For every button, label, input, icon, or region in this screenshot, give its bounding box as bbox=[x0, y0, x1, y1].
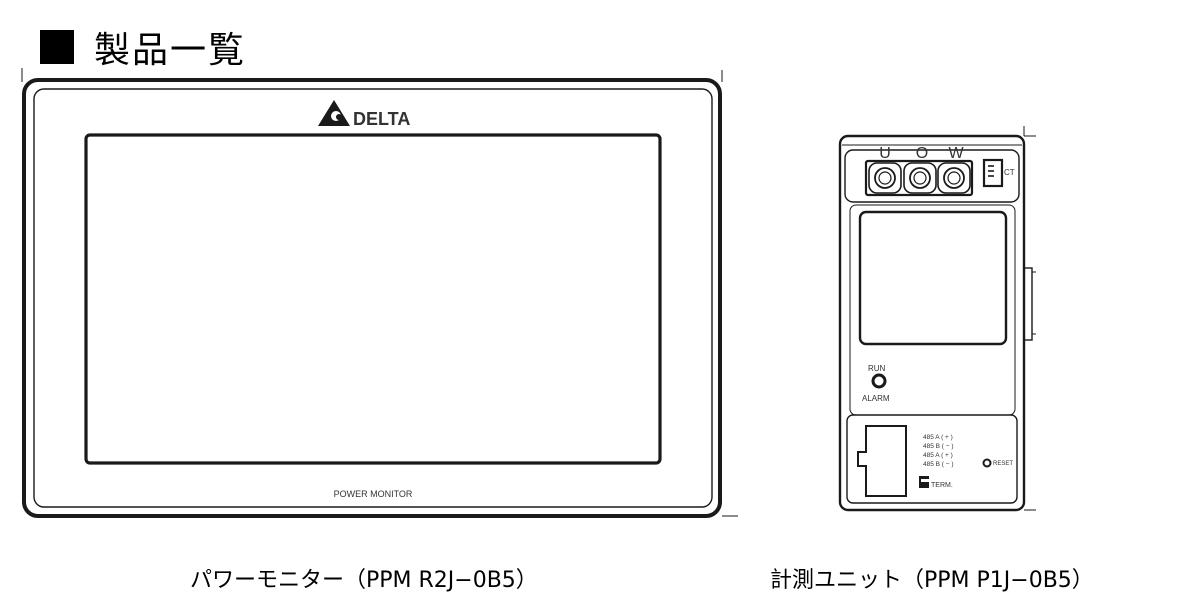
heading-text: 製品一覧 bbox=[94, 30, 247, 71]
monitor-bezel-inner bbox=[33, 88, 713, 508]
monitor-bezel-outer bbox=[22, 78, 722, 518]
terminal-screw-o-icon bbox=[903, 162, 937, 194]
comm-label-1: 485 A ( + ) bbox=[923, 434, 953, 441]
terminal-screw-u-icon bbox=[868, 162, 902, 194]
run-label: RUN bbox=[868, 364, 886, 373]
terminal-label-u: U bbox=[879, 145, 891, 162]
comm-label-3: 485 A ( + ) bbox=[923, 452, 953, 459]
ct-connector-icon bbox=[982, 158, 1004, 188]
delta-logo-icon bbox=[318, 100, 350, 126]
term-label: TERM. bbox=[931, 482, 953, 489]
term-switch-icon bbox=[919, 476, 929, 488]
monitor-screen bbox=[84, 133, 662, 465]
status-led-icon bbox=[871, 373, 887, 389]
comm-label-4: 485 B ( − ) bbox=[923, 461, 954, 468]
brand-label: DELTA bbox=[353, 109, 410, 129]
square-bullet-icon bbox=[40, 30, 74, 64]
reset-label: RESET bbox=[993, 461, 1013, 467]
terminal-label-w: W bbox=[948, 145, 964, 162]
power-monitor-label: POWER MONITOR bbox=[334, 489, 413, 499]
terminal-screw-w-icon bbox=[937, 162, 971, 194]
reset-button-icon bbox=[982, 458, 992, 468]
alarm-label: ALARM bbox=[862, 394, 890, 403]
comm-connector-icon bbox=[857, 425, 907, 497]
power-monitor-caption: パワーモニター（PPM R2J−0B5） bbox=[190, 568, 538, 593]
section-heading: 製品一覧 bbox=[40, 22, 246, 72]
measurement-unit-caption: 計測ユニット（PPM P1J−0B5） bbox=[770, 568, 1094, 593]
ct-label: CT bbox=[1004, 168, 1015, 177]
terminal-label-o: O bbox=[916, 145, 928, 162]
unit-display bbox=[858, 210, 1008, 346]
measurement-unit-drawing: U O W CT RUN bbox=[838, 126, 1036, 512]
comm-label-2: 485 B ( − ) bbox=[923, 443, 954, 450]
power-monitor-drawing: DELTA POWER MONITOR bbox=[21, 68, 738, 518]
